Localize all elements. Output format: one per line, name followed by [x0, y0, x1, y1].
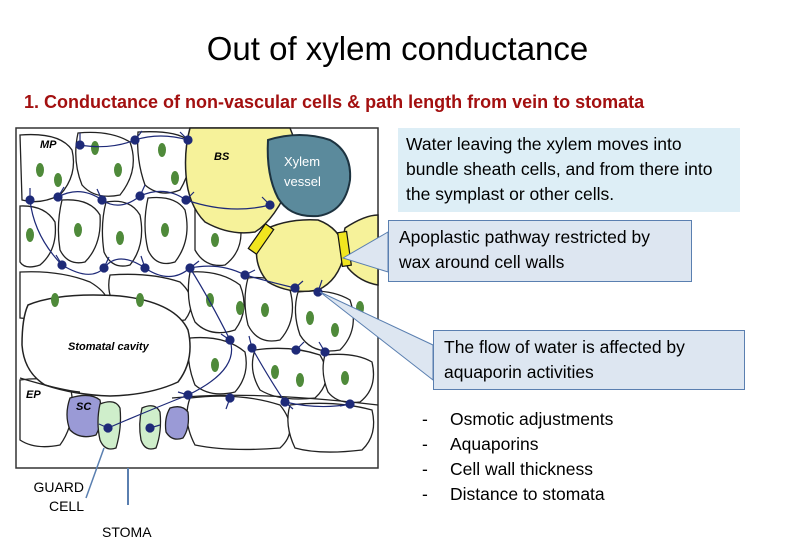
factor-text: Cell wall thickness — [450, 459, 593, 479]
wax-band — [247, 223, 275, 255]
label-bs: BS — [214, 151, 230, 163]
factor-text: Distance to stomata — [450, 484, 605, 504]
factor-item: -Distance to stomata — [422, 484, 605, 504]
callout-apoplastic: Apoplastic pathway restricted by wax aro… — [388, 220, 692, 282]
factor-item: -Cell wall thickness — [422, 459, 593, 479]
chloroplasts — [26, 141, 364, 387]
label-guard-cell: GUARD CELL — [26, 478, 84, 516]
water-flow-paths — [29, 135, 351, 429]
subsidiary-cell-right — [164, 406, 190, 440]
xylem-vessel — [266, 134, 352, 218]
label-mp: MP — [40, 139, 57, 151]
factor-item: -Aquaporins — [422, 434, 539, 454]
label-xylem: Xylem — [284, 154, 320, 169]
factor-text: Aquaporins — [450, 434, 539, 454]
stomatal-cavity — [21, 294, 191, 397]
label-stomatal-cavity: Stomatal cavity — [68, 341, 150, 353]
pointer-guard-cell — [85, 447, 105, 499]
subsidiary-cell-left — [66, 394, 102, 438]
callout-aquaporin: The flow of water is affected by aquapor… — [433, 330, 745, 390]
label-guard-cell-line2: CELL — [48, 498, 84, 514]
label-ep: EP — [26, 389, 41, 401]
slide-title: Out of xylem conductance — [206, 30, 589, 67]
label-vessel: vessel — [284, 174, 321, 189]
factor-list: -Osmotic adjustments -Aquaporins -Cell w… — [422, 407, 613, 507]
factor-item: -Osmotic adjustments — [422, 409, 614, 429]
label-stoma: STOMA — [102, 524, 152, 540]
leaf-cross-section-diagram: MP BS Xylem vessel Stomatal cavity EP SC — [15, 127, 434, 505]
factor-text: Osmotic adjustments — [450, 409, 614, 429]
label-guard-cell-line1: GUARD — [33, 479, 84, 495]
label-sc: SC — [76, 401, 92, 413]
slide-subtitle: 1. Conductance of non-vascular cells & p… — [24, 92, 645, 112]
callout-xylem-leaving: Water leaving the xylem moves into bundl… — [398, 128, 740, 212]
